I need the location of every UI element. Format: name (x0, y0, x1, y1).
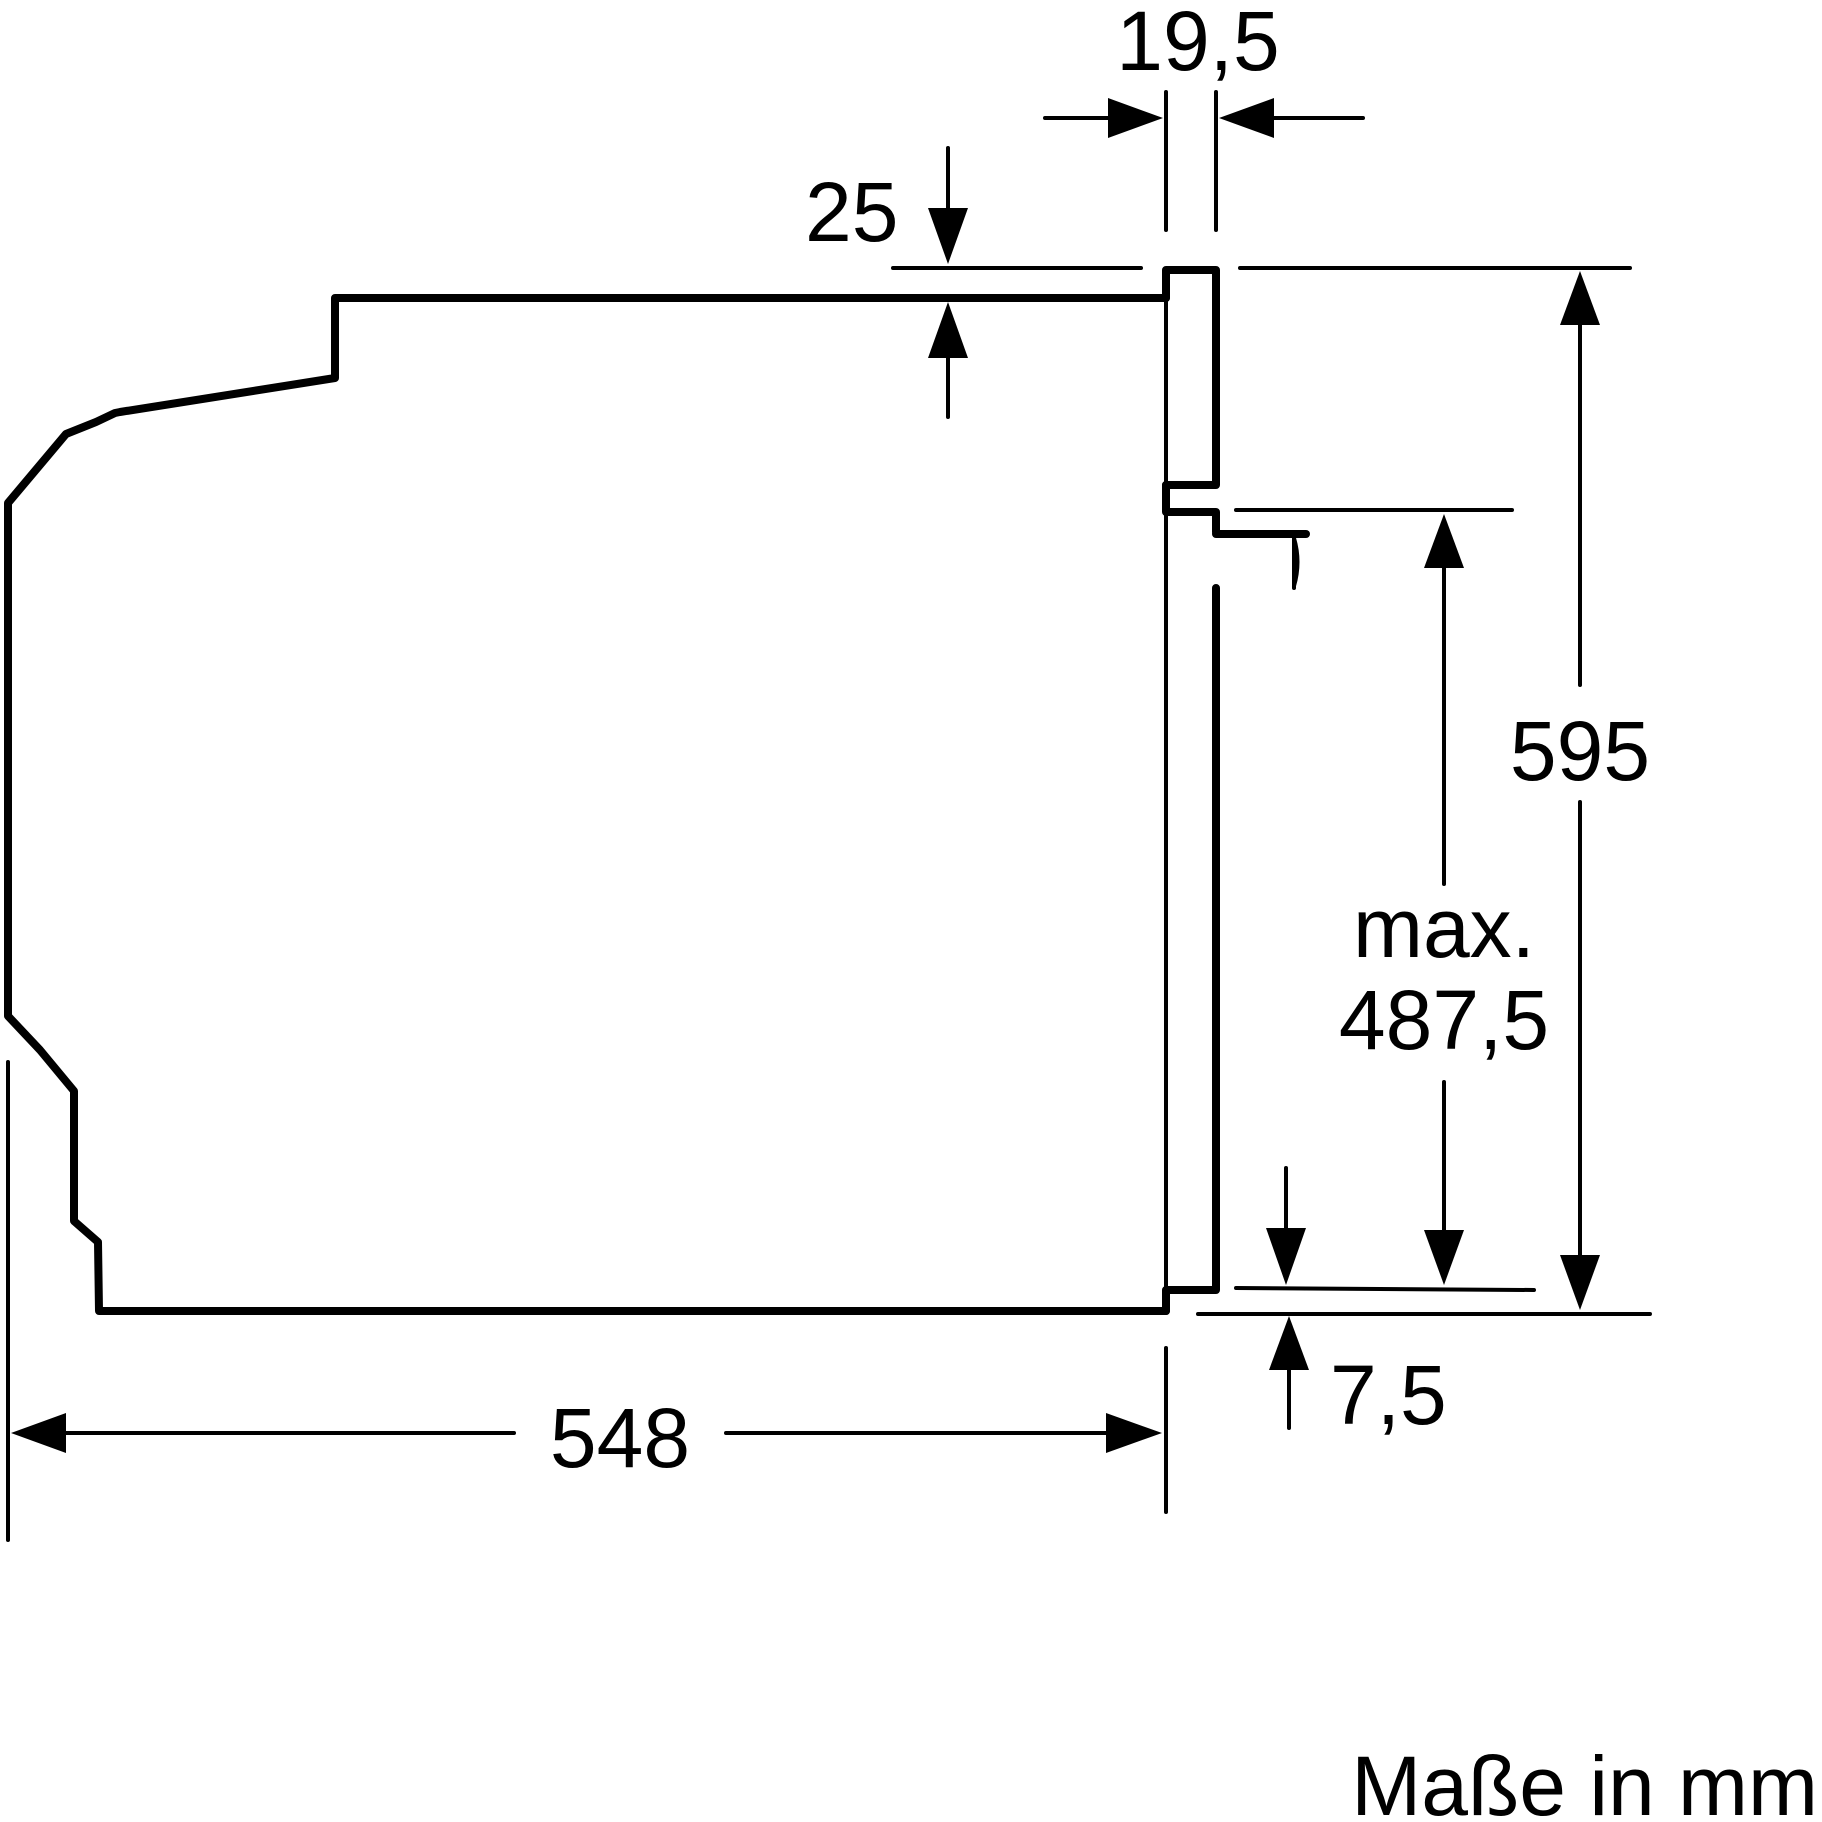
dimension-total-height: 595 (1196, 266, 1652, 1316)
dimension-top-gap: 25 (805, 146, 1143, 419)
arrow-up-icon (1269, 1316, 1309, 1370)
dimension-front-panel-depth: 19,5 (1043, 0, 1365, 232)
door-handle (1212, 530, 1310, 590)
dimension-bottom-offset: 7,5 (1266, 1166, 1447, 1442)
arrow-right-icon (1108, 98, 1163, 138)
arrow-down-icon (928, 208, 968, 264)
label-body-depth: 548 (550, 1391, 690, 1485)
arrow-up-icon (1560, 271, 1600, 325)
arrow-left-icon (11, 1413, 66, 1453)
arrow-right-icon (1106, 1413, 1162, 1453)
arrow-left-icon (1219, 98, 1274, 138)
label-bottom-offset: 7,5 (1330, 1348, 1447, 1442)
arrow-down-icon (1560, 1255, 1600, 1310)
label-handle-height-prefix: max. (1353, 881, 1535, 975)
dimension-handle-height: max. 487,5 (1234, 508, 1549, 1292)
arrow-up-icon (1424, 514, 1464, 568)
oven-front-panel (1162, 266, 1220, 1315)
label-front-panel-depth: 19,5 (1116, 0, 1280, 88)
arrow-down-icon (1266, 1228, 1306, 1285)
label-top-gap: 25 (805, 165, 898, 259)
arrow-down-icon (1424, 1230, 1464, 1285)
label-total-height: 595 (1510, 704, 1650, 798)
dimension-body-depth: 548 (6, 1060, 1168, 1542)
units-note: Maße in mm (1351, 1739, 1818, 1822)
label-handle-height: 487,5 (1339, 973, 1549, 1067)
oven-body-outline (4, 294, 1170, 1315)
arrow-up-icon (928, 302, 968, 358)
